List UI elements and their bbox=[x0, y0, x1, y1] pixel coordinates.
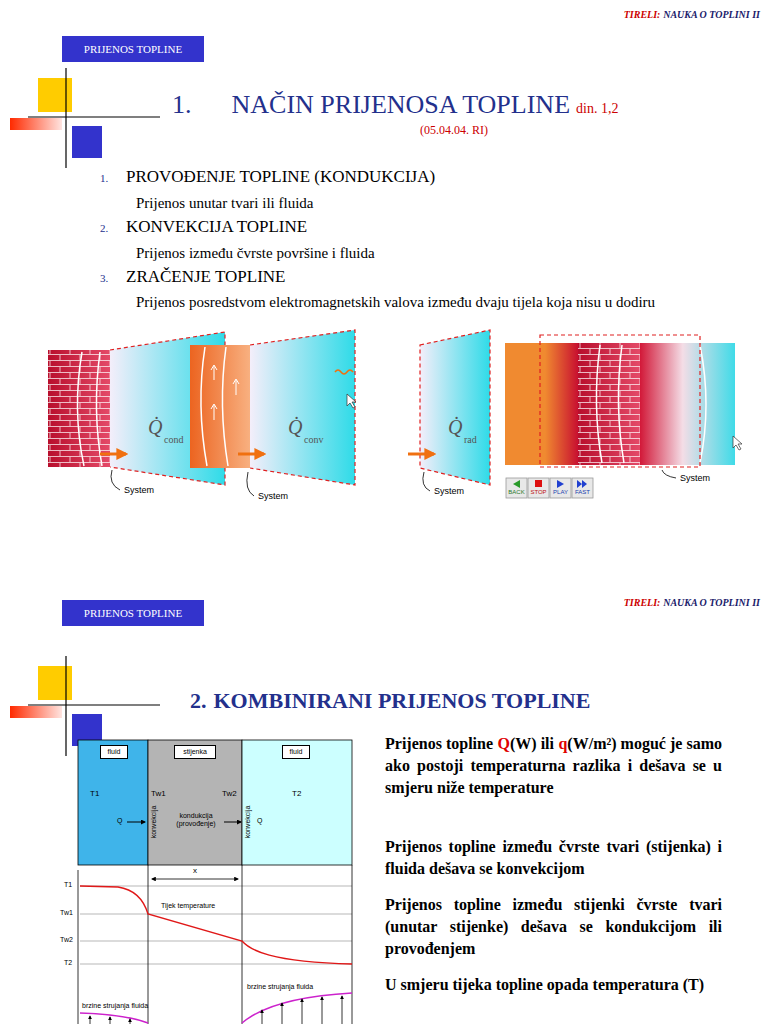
list-item: ZRAČENJE TOPLINE bbox=[126, 267, 285, 287]
title-number: 1. bbox=[172, 90, 192, 119]
velocity-label: brzine strujanja fluida bbox=[82, 1002, 148, 1010]
header-text: NAUKA O TOPLINI II bbox=[663, 597, 760, 608]
player-button: STOP bbox=[528, 478, 549, 498]
body-text: Prijenos topline između čvrste tvari (st… bbox=[385, 836, 722, 880]
heat-symbol: Q̇ bbox=[148, 416, 162, 439]
list-number: 1. bbox=[100, 172, 108, 185]
system-label: System bbox=[434, 486, 464, 496]
slide-title: NAČIN PRIJENOSA TOPLINE bbox=[232, 90, 571, 119]
box-text: STOP bbox=[530, 489, 546, 496]
body-text: Prijenos topline između stijenki čvrste … bbox=[385, 894, 722, 960]
title-number: 2. bbox=[190, 688, 207, 713]
box-text: stijenka bbox=[183, 748, 207, 756]
heat-subscript: conv bbox=[304, 434, 323, 446]
player-button: FAST bbox=[572, 478, 593, 498]
box-text: BACK bbox=[508, 489, 524, 496]
system-label: System bbox=[124, 485, 154, 495]
text-line: TIRELI:NAUKA O TOPLINI II bbox=[624, 4, 760, 22]
convection-label: konvekcija bbox=[150, 806, 158, 839]
dimension-label: x bbox=[193, 866, 197, 875]
text-line: TIRELI:NAUKA O TOPLINI II bbox=[624, 592, 760, 610]
temperature-label: Tw2 bbox=[222, 789, 237, 798]
list-description: Prijenos posredstvom elektromagnetskih v… bbox=[136, 294, 760, 311]
box-text: PRIJENOS TOPLINE bbox=[84, 43, 182, 55]
heat-symbol: Q̇ bbox=[288, 416, 302, 439]
box-text: fluid bbox=[290, 748, 303, 756]
header-text: NAUKA O TOPLINI II bbox=[663, 9, 760, 20]
text-line: Prijenos toplineQ(W) iliq(W/m²) moguć je… bbox=[385, 733, 722, 799]
heat-symbol: Q̇ bbox=[448, 416, 462, 439]
temperature-label: T2 bbox=[292, 789, 301, 798]
list-description: Prijenos između čvrste površine i fluida bbox=[136, 245, 375, 262]
player-button: PLAY bbox=[550, 478, 571, 498]
body-text: (W) ili bbox=[510, 735, 554, 752]
medium-box: stijenka bbox=[174, 745, 216, 759]
date-note: (05.04.04. RI) bbox=[420, 124, 488, 138]
list-item: PROVOĐENJE TOPLINE (KONDUKCIJA) bbox=[126, 167, 435, 187]
convection-label: konvekcija bbox=[244, 806, 252, 839]
curve-label: Tijek temperature bbox=[160, 902, 216, 910]
axis-label: T1 bbox=[64, 881, 72, 889]
title-band: PRIJENOS TOPLINE bbox=[62, 600, 204, 626]
symbol-text: q bbox=[558, 735, 567, 752]
box-text: PRIJENOS TOPLINE bbox=[84, 607, 182, 619]
box-text: FAST bbox=[575, 489, 590, 496]
heat-subscript: rad bbox=[464, 434, 477, 446]
list-description: Prijenos unutar tvari ili fluida bbox=[136, 195, 313, 212]
conduction-label: kondukcija (provođenje) bbox=[170, 812, 222, 828]
system-label: System bbox=[680, 473, 710, 483]
temperature-label: Tw1 bbox=[151, 789, 166, 798]
symbol-text: Q bbox=[498, 735, 510, 752]
heat-flow-label: Q bbox=[117, 817, 122, 825]
header-text: TIRELI: bbox=[624, 9, 661, 20]
temperature-label: T1 bbox=[90, 789, 99, 798]
header-text: TIRELI: bbox=[624, 597, 661, 608]
player-button: BACK bbox=[506, 478, 527, 498]
axis-label: T2 bbox=[64, 959, 72, 967]
axis-label: Tw2 bbox=[60, 936, 73, 944]
reference-note: din. 1,2 bbox=[576, 101, 618, 116]
list-item: KONVEKCIJA TOPLINE bbox=[126, 217, 307, 237]
text-line: 2. KOMBINIRANI PRIJENOS TOPLINE bbox=[190, 688, 590, 714]
medium-box: fluid bbox=[100, 745, 128, 759]
title-band: PRIJENOS TOPLINE bbox=[62, 36, 204, 62]
box-text: fluid bbox=[108, 748, 121, 756]
box-text: PLAY bbox=[553, 489, 568, 496]
velocity-label: brzine strujanja fluida bbox=[246, 983, 314, 991]
body-text: U smjeru tijeka topline opada temperatur… bbox=[385, 974, 722, 996]
heat-flow-label: Q bbox=[257, 817, 262, 825]
axis-label: Tw1 bbox=[60, 909, 73, 917]
slide-title: KOMBINIRANI PRIJENOS TOPLINE bbox=[214, 688, 591, 713]
system-label: System bbox=[258, 491, 288, 501]
list-number: 2. bbox=[100, 222, 108, 235]
body-text: Prijenos topline bbox=[385, 735, 493, 752]
text-line: 1. NAČIN PRIJENOSA TOPLINE din. 1,2 bbox=[172, 90, 618, 120]
list-number: 3. bbox=[100, 272, 108, 285]
medium-box: fluid bbox=[282, 745, 310, 759]
heat-subscript: cond bbox=[164, 434, 183, 446]
